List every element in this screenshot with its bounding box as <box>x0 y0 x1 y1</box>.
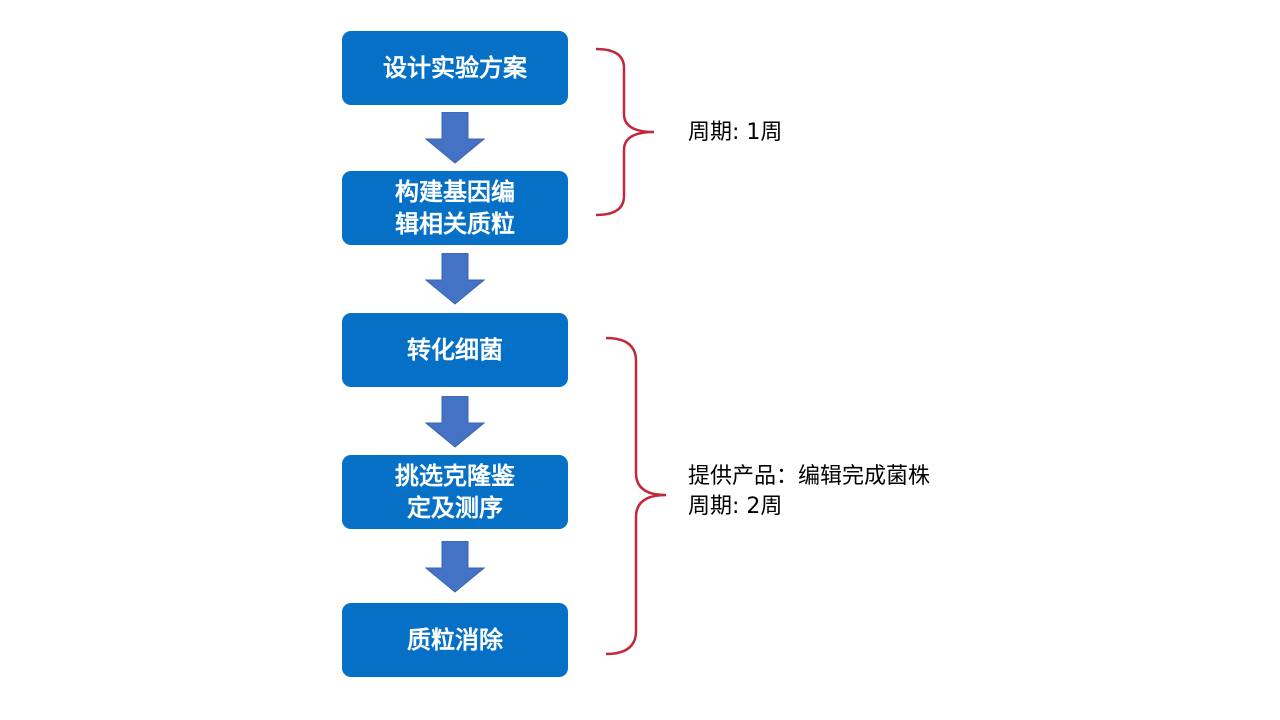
phase1-period: 周期: 1周 <box>688 120 783 145</box>
step-label-line-1: 构建基因编 <box>395 178 515 206</box>
down-arrow-icon <box>425 541 485 593</box>
step-label-line-1: 挑选克隆鉴 <box>395 462 515 490</box>
step-select-clones: 挑选克隆鉴 定及测序 <box>342 455 568 529</box>
step-label-line-2: 辑相关质粒 <box>395 210 515 238</box>
step-label: 质粒消除 <box>407 626 503 654</box>
step-plasmid-curing: 质粒消除 <box>342 603 568 677</box>
step-label: 设计实验方案 <box>383 54 527 82</box>
step-build-plasmid: 构建基因编 辑相关质粒 <box>342 171 568 245</box>
down-arrow-icon <box>425 253 485 305</box>
step-label: 转化细菌 <box>407 336 503 364</box>
phase2-product: 提供产品：编辑完成菌株 <box>688 464 931 489</box>
step-transform-bacteria: 转化细菌 <box>342 313 568 387</box>
phase2-period: 周期: 2周 <box>688 494 783 519</box>
down-arrow-icon <box>425 396 485 448</box>
right-brace-icon <box>595 47 655 217</box>
step-design-experiment: 设计实验方案 <box>342 31 568 105</box>
down-arrow-icon <box>425 112 485 164</box>
right-brace-icon <box>605 336 667 656</box>
step-label-line-2: 定及测序 <box>407 494 503 522</box>
